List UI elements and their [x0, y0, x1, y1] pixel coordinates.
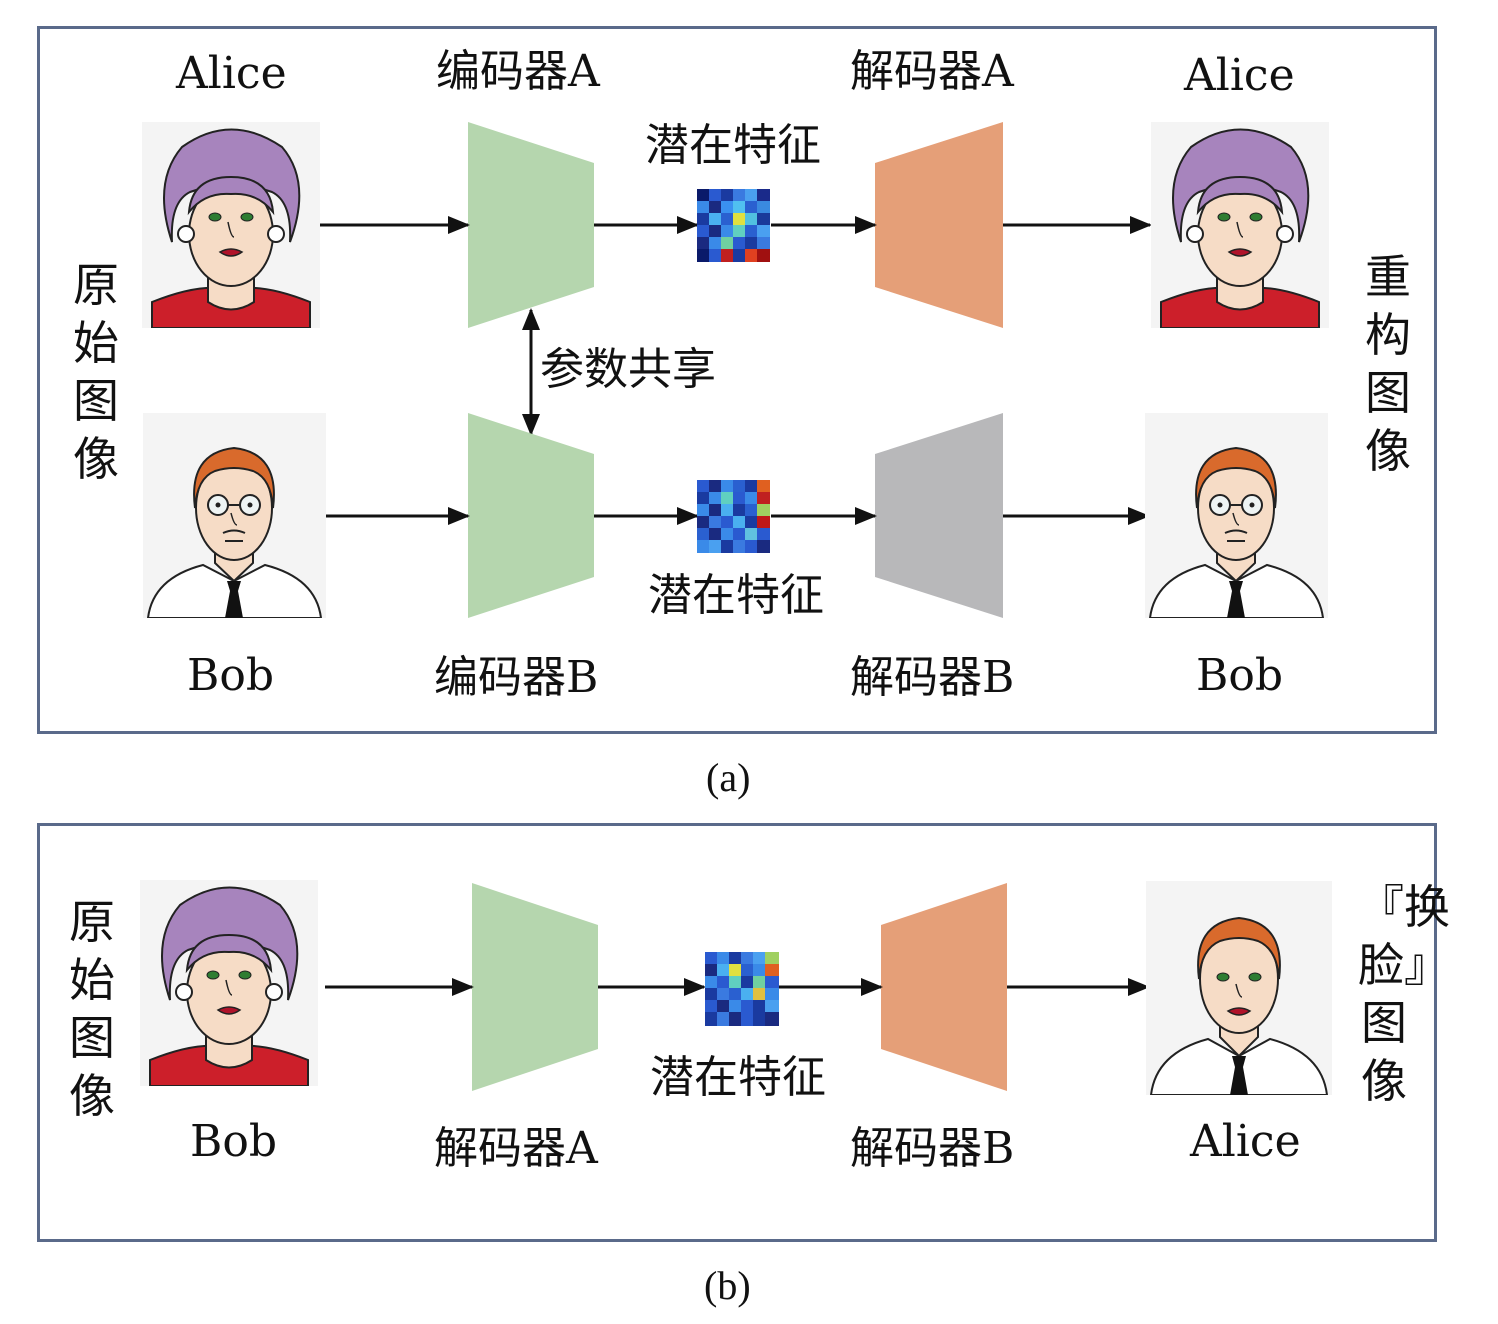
decoder-a-label: 解码器A	[850, 46, 1014, 97]
panel-b-left-module-label: 解码器A	[434, 1123, 598, 1174]
encoder-b-shape	[468, 413, 594, 618]
swapped-image-side-label: 『换脸』图像	[1358, 880, 1450, 1108]
panel-b-right-module-shape	[881, 883, 1007, 1091]
caption-b: (b)	[704, 1263, 751, 1308]
alice-reconstructed-face-image	[1151, 122, 1329, 328]
alice-label-b: Alice	[1190, 1116, 1301, 1167]
encoder-b-label: 编码器B	[434, 652, 599, 703]
bob-label-b: Bob	[190, 1116, 277, 1167]
swapped-face-image	[1146, 881, 1332, 1095]
alice-face-image	[142, 122, 320, 328]
bob-face-image	[143, 413, 326, 618]
bob-label-input: Bob	[187, 650, 274, 701]
encoder-a-label: 编码器A	[436, 46, 600, 97]
decoder-a-shape	[875, 122, 1003, 328]
decoder-b-label: 解码器B	[850, 652, 1015, 703]
parameter-sharing-label: 参数共享	[540, 344, 716, 395]
reconstructed-image-side-label: 重构图像	[1365, 250, 1411, 478]
caption-a: (a)	[706, 755, 751, 800]
decoder-b-shape	[875, 413, 1003, 618]
panel-b-left-module-shape	[472, 883, 598, 1091]
latent-heatmap-top	[697, 189, 770, 262]
alice-label-input: Alice	[176, 48, 287, 99]
latent-heatmap-panel-b	[705, 952, 779, 1026]
latent-feature-label-b: 潜在特征	[650, 1052, 826, 1103]
original-image-side-label-b: 原始图像	[69, 895, 115, 1123]
alice-label-output: Alice	[1184, 50, 1295, 101]
alice-input-face-image-b	[140, 880, 318, 1086]
latent-feature-label-top: 潜在特征	[645, 120, 821, 171]
latent-feature-label-bottom: 潜在特征	[648, 570, 824, 621]
encoder-a-shape	[468, 122, 594, 328]
panel-b-right-module-label: 解码器B	[850, 1123, 1015, 1174]
latent-heatmap-bottom	[697, 480, 770, 553]
bob-reconstructed-face-image	[1145, 413, 1328, 618]
bob-label-output: Bob	[1196, 650, 1283, 701]
original-image-side-label-a: 原始图像	[73, 258, 119, 486]
